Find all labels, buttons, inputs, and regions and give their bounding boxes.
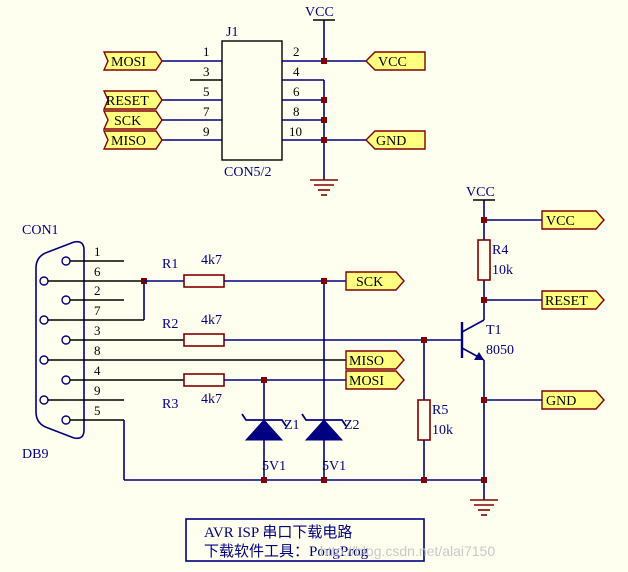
port-reset-top: RESET (102, 90, 163, 110)
r3-ref: R3 (162, 397, 178, 412)
db9-pin-6: 6 (94, 264, 101, 279)
port-vcc-top-label: VCC (378, 55, 407, 70)
j1-ref: J1 (226, 25, 238, 40)
z1-ref: Z1 (284, 418, 300, 433)
r2-ref: R2 (162, 317, 178, 332)
port-miso-top: MISO (102, 130, 163, 150)
j1-body (221, 40, 283, 161)
j1-pin-8: 8 (293, 104, 300, 119)
resistor-r1 (183, 274, 225, 288)
z2-value: 5V1 (322, 459, 346, 474)
db9-connector-icon (35, 240, 85, 440)
j1-connector: J1 CON5/2 1 3 5 7 9 2 4 6 8 10 VCC (162, 5, 366, 196)
caption-line-2: 下载软件工具：PongProg (204, 543, 369, 560)
port-miso-label: MISO (349, 354, 384, 369)
j1-pin-10: 10 (289, 124, 302, 139)
port-reset-top-label: RESET (106, 94, 149, 109)
db9-pin-8: 8 (94, 343, 101, 358)
db9-pin-4: 4 (94, 363, 101, 378)
t1-value: 8050 (486, 343, 514, 358)
db9-pin-5: 5 (94, 403, 101, 418)
r1-ref: R1 (162, 257, 178, 272)
port-sck-top-label: SCK (114, 114, 141, 129)
con1-name: DB9 (22, 447, 48, 462)
r1-value: 4k7 (201, 253, 222, 268)
npn-transistor-t1-icon (460, 319, 485, 361)
port-mosi-top: MOSI (102, 51, 163, 71)
db9-pin-3: 3 (94, 323, 101, 338)
ground-icon-bottom (470, 499, 498, 516)
resistor-r4 (477, 239, 491, 281)
db9-pin-1: 1 (94, 244, 101, 259)
resistor-r2 (183, 333, 225, 347)
vcc-symbol-top: VCC (305, 5, 334, 20)
j1-pin-1: 1 (203, 44, 210, 59)
t1-ref: T1 (486, 323, 502, 338)
port-miso-top-label: MISO (111, 134, 146, 149)
caption-box (185, 518, 425, 562)
j1-pin-4: 4 (293, 64, 300, 79)
r3-value: 4k7 (201, 392, 222, 407)
j1-pin-5: 5 (203, 84, 210, 99)
j1-pin-2: 2 (293, 44, 300, 59)
ground-icon (310, 179, 338, 196)
port-gnd-top: GND (365, 130, 426, 150)
zener-diode-z2-icon (301, 413, 347, 441)
port-sck: SCK (345, 271, 405, 291)
port-mosi-top-label: MOSI (111, 55, 146, 70)
db9-pin-2: 2 (94, 283, 101, 298)
port-mosi: MOSI (345, 370, 405, 390)
port-reset-right: RESET (541, 290, 605, 310)
port-mosi-label: MOSI (349, 374, 384, 389)
r5-ref: R5 (432, 403, 448, 418)
j1-pin-6: 6 (293, 84, 300, 99)
port-sck-label: SCK (356, 275, 383, 290)
port-vcc-right: VCC (541, 210, 605, 230)
j1-pin-7: 7 (203, 104, 210, 119)
z2-ref: Z2 (344, 418, 360, 433)
port-reset-right-label: RESET (545, 294, 588, 309)
watermark: http://blog.csdn.net/alai7150 (320, 543, 495, 559)
port-miso: MISO (345, 350, 405, 370)
zener-diode-z1-icon (241, 413, 287, 441)
db9-pin-7: 7 (94, 303, 101, 318)
j1-pin-9: 9 (203, 124, 210, 139)
vcc-symbol-right: VCC (466, 185, 495, 200)
resistor-r3 (183, 373, 225, 387)
port-sck-top: SCK (102, 110, 163, 130)
j1-pin-3: 3 (203, 64, 210, 79)
port-vcc-top: VCC (365, 51, 426, 71)
con1-ref: CON1 (22, 223, 59, 238)
r2-value: 4k7 (201, 313, 222, 328)
resistor-r5 (417, 399, 431, 441)
r5-value: 10k (432, 423, 453, 438)
r4-ref: R4 (492, 243, 508, 258)
db9-pin-9: 9 (94, 383, 101, 398)
port-gnd-right-label: GND (546, 394, 576, 409)
port-gnd-top-label: GND (376, 134, 406, 149)
port-vcc-right-label: VCC (546, 214, 575, 229)
caption-line-1: AVR ISP 串口下载电路 (204, 524, 352, 541)
port-gnd-right: GND (541, 390, 605, 410)
db9-pins (39, 256, 346, 425)
z1-value: 5V1 (262, 459, 286, 474)
r4-value: 10k (492, 263, 513, 278)
j1-value: CON5/2 (224, 165, 271, 180)
